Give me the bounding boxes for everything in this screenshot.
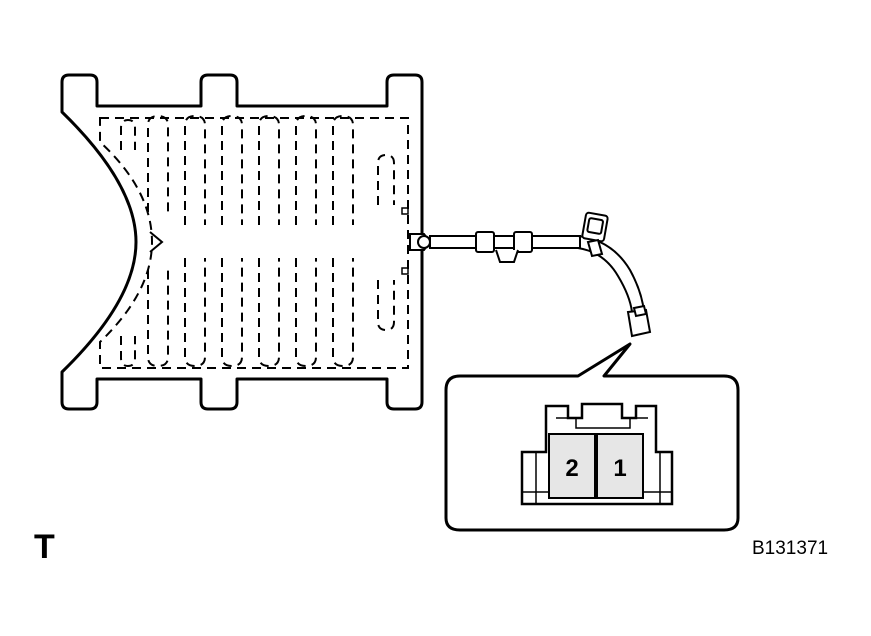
corner-mark: T	[34, 528, 55, 566]
terminal-cavity-1	[596, 433, 644, 499]
pad-mark-lower	[401, 267, 409, 275]
heater-wire-loops-upper	[120, 114, 395, 225]
heater-wire-loops-lower	[120, 258, 395, 368]
pad-mark-upper	[401, 207, 409, 215]
heater-wire-border	[99, 117, 409, 369]
terminal-number-1: 1	[613, 455, 626, 482]
wire-harness	[409, 211, 652, 338]
heater-wire-chevron	[149, 231, 164, 253]
terminal-cavity-2	[548, 433, 596, 499]
terminal-number-2: 2	[565, 455, 578, 482]
figure-code: B131371	[752, 538, 829, 559]
